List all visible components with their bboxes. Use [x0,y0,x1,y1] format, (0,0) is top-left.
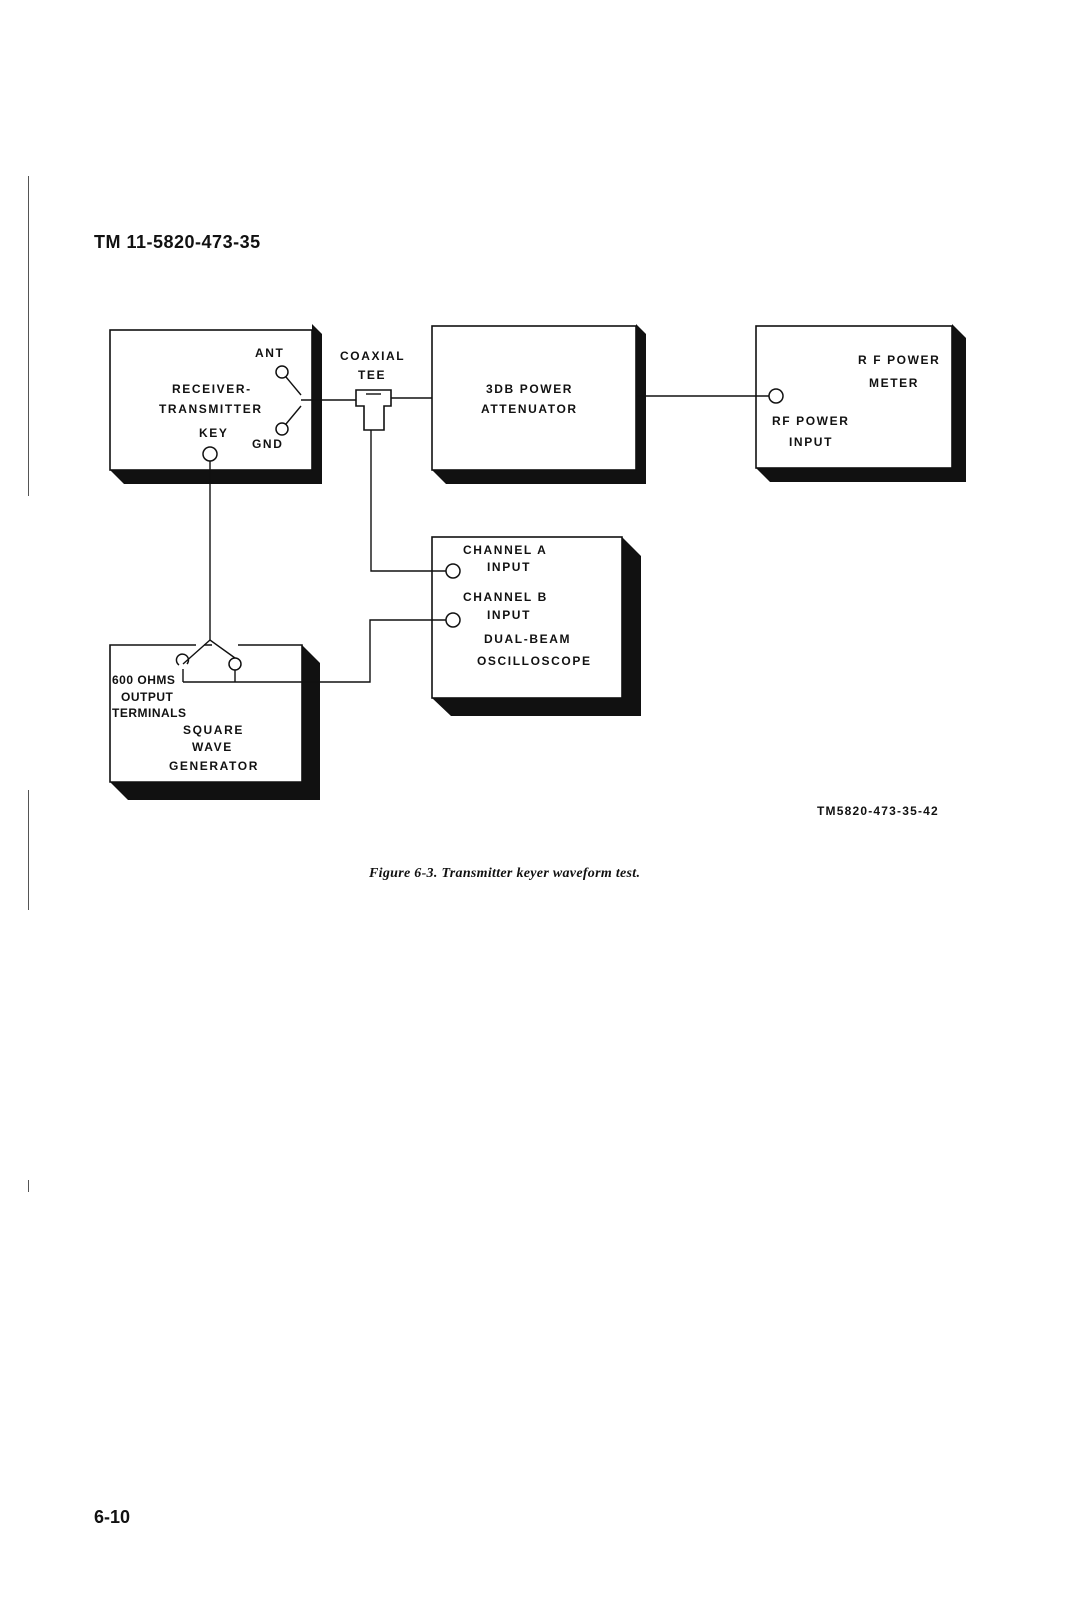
margin-rule [28,1180,29,1192]
channel-a-input-label: INPUT [487,560,531,574]
oscilloscope-block: CHANNEL A INPUT CHANNEL B INPUT DUAL-BEA… [431,536,641,716]
wave-label: WAVE [192,740,233,754]
wires [182,395,769,683]
coaxial-tee: COAXIAL TEE [340,349,405,431]
channel-b-input-label: INPUT [487,608,531,622]
channel-a-jack [445,563,461,579]
channel-b-label: CHANNEL B [463,590,548,604]
coaxial-label: COAXIAL [340,349,405,363]
ant-label: ANT [255,346,284,360]
rf-power-input-label-2: INPUT [789,435,833,449]
output-terminal-1 [175,653,190,666]
tee-label: TEE [358,368,386,382]
oscilloscope-label: OSCILLOSCOPE [477,654,592,668]
receiver-label: RECEIVER- [172,382,252,396]
attenuator-label-2: ATTENUATOR [481,402,578,416]
square-label: SQUARE [183,723,244,737]
dual-beam-label: DUAL-BEAM [484,632,571,646]
square-wave-generator-block: 600 OHMS OUTPUT TERMINALS SQUARE WAVE GE… [109,644,320,800]
terminals-label: TERMINALS [112,706,187,720]
figure-id: TM5820-473-35-42 [817,804,939,818]
margin-rule [28,790,29,910]
figure-caption: Figure 6-3. Transmitter keyer waveform t… [368,866,640,881]
meter-label: METER [869,376,919,390]
ohms-label: 600 OHMS [112,673,175,687]
document-number: TM 11-5820-473-35 [94,232,261,252]
key-jack [202,446,218,462]
ant-jack [275,365,289,379]
channel-b-jack [445,612,461,628]
channel-a-label: CHANNEL A [463,543,547,557]
rf-power-label: R F POWER [858,353,940,367]
gnd-label: GND [252,437,283,451]
generator-label: GENERATOR [169,759,259,773]
margin-rule [28,176,29,496]
gnd-jack [275,422,289,436]
transmitter-label: TRANSMITTER [159,402,263,416]
key-label: KEY [199,426,228,440]
rf-power-input-label-1: RF POWER [772,414,849,428]
output-label: OUTPUT [121,690,174,704]
attenuator-block: 3DB POWER ATTENUATOR [431,324,646,484]
attenuator-label-1: 3DB POWER [486,382,573,396]
receiver-transmitter-block: ANT RECEIVER- TRANSMITTER KEY GND [109,324,322,484]
rf-power-input-jack [768,388,784,404]
output-terminal-2 [228,657,242,671]
rf-power-meter-block: R F POWER METER RF POWER INPUT [755,324,966,482]
page-number: 6-10 [94,1507,131,1527]
